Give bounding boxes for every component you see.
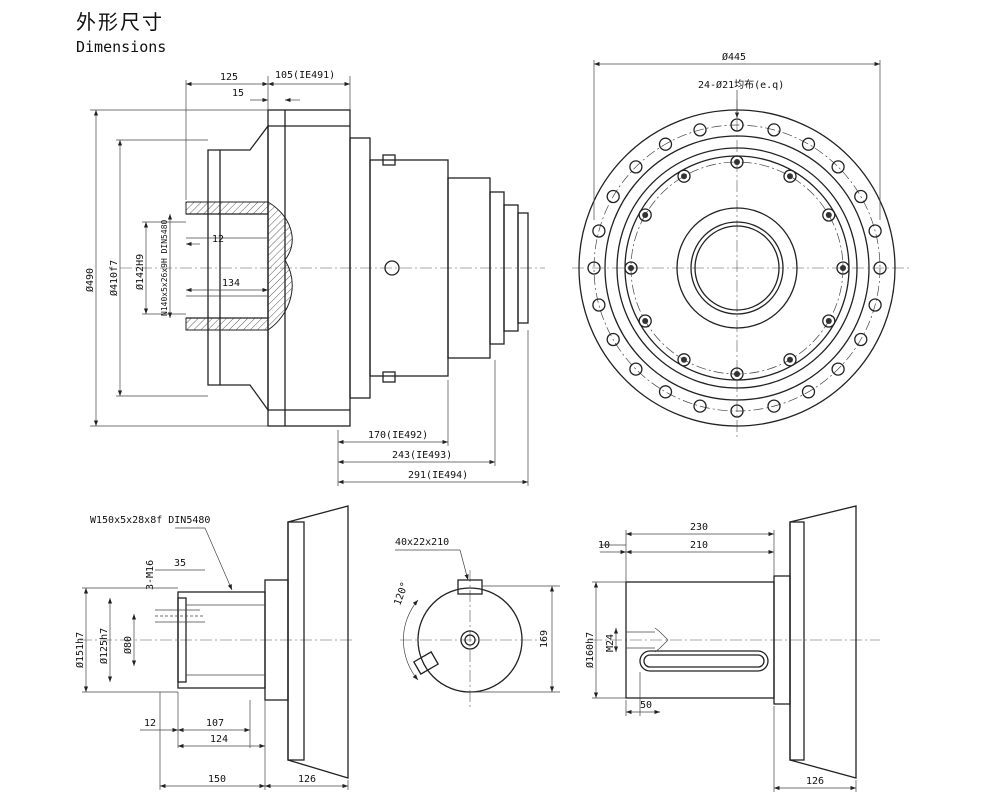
bolt-hole — [730, 118, 744, 132]
dim-134: 134 — [222, 278, 240, 289]
inner-bolt-core — [787, 173, 793, 180]
bolt-hole — [873, 261, 887, 275]
dim-105: 105(IE491) — [275, 70, 335, 81]
bolt-hole — [831, 160, 845, 174]
bolt-hole — [693, 399, 707, 413]
inner-bolt-core — [642, 212, 649, 218]
shaft-key-view: 230 10 210 Ø160h7 M24 50 126 — [584, 505, 880, 792]
dim-445: Ø445 — [722, 51, 746, 63]
inner-bolt-core — [840, 265, 846, 271]
inner-bolt-head — [822, 314, 836, 328]
bolt-hole — [868, 298, 882, 312]
dim-160: Ø160h7 — [584, 632, 596, 668]
dim-243: 243(IE493) — [392, 450, 452, 461]
bolt-hole — [606, 332, 620, 347]
title-english: Dimensions — [76, 38, 167, 56]
inner-bolt-core — [825, 318, 832, 324]
bolt-hole — [629, 362, 643, 376]
bolt-hole — [801, 385, 816, 399]
dim-107: 107 — [206, 718, 224, 729]
inner-bolts — [624, 155, 850, 381]
inner-bolt-head — [677, 353, 691, 367]
inner-bolt-core — [681, 356, 687, 363]
inner-bolt-head — [730, 155, 744, 169]
front-view: Ø445 24-Ø21均布(e.q) — [572, 51, 910, 440]
dim-126-key: 126 — [806, 776, 824, 787]
dim-170: 170(IE492) — [368, 430, 428, 441]
side-view: 125 105(IE491) 15 Ø490 Ø410f7 Ø142H9 N14… — [84, 70, 545, 486]
dim-169: 169 — [539, 630, 550, 648]
inner-bolt-core — [734, 159, 740, 165]
dim-410: Ø410f7 — [108, 260, 120, 296]
inner-bolt-head — [638, 314, 652, 328]
dim-12-shaft: 12 — [144, 718, 156, 729]
dim-490: Ø490 — [84, 268, 96, 292]
bolt-hole — [831, 362, 845, 376]
dim-80: Ø80 — [122, 636, 134, 654]
inner-bolt-core — [734, 371, 740, 377]
bolt-hole — [658, 137, 673, 151]
inner-bolt-core — [787, 356, 793, 363]
bolt-hole — [868, 224, 882, 238]
dim-126: 126 — [298, 774, 316, 785]
bolt-hole — [854, 332, 868, 347]
title-chinese: 外形尺寸 — [76, 10, 164, 34]
dim-m24: M24 — [605, 634, 616, 652]
dim-spline-internal: N140x5x26x9H DIN5480 — [160, 219, 169, 316]
dim-holes: 24-Ø21均布(e.q) — [698, 79, 784, 91]
dim-15: 15 — [232, 88, 244, 99]
dim-spline-external: W150x5x28x8f DIN5480 — [90, 515, 210, 526]
dim-291: 291(IE494) — [408, 470, 468, 481]
dim-50: 50 — [640, 700, 652, 711]
shaft-spline-view: W150x5x28x8f DIN5480 3-M16 35 Ø151h7 Ø12… — [74, 505, 355, 790]
inner-bolt-head — [822, 208, 836, 222]
inner-bolt-core — [642, 318, 649, 324]
bolt-hole — [592, 224, 606, 238]
dim-151: Ø151h7 — [74, 632, 86, 668]
shaft-section-view: 120° 40x22x210 169 — [392, 537, 560, 710]
dim-150: 150 — [208, 774, 226, 785]
dim-210: 210 — [690, 540, 708, 551]
dim-125: 125 — [220, 72, 238, 83]
dim-key: 40x22x210 — [395, 537, 449, 548]
bolt-hole — [587, 261, 601, 275]
dim-12: 12 — [212, 234, 224, 245]
bolt-hole — [606, 189, 620, 204]
dim-124: 124 — [210, 734, 228, 745]
dim-142: Ø142H9 — [134, 254, 146, 290]
bolt-hole — [801, 137, 816, 151]
bolt-hole — [730, 404, 744, 418]
inner-bolt-core — [628, 265, 634, 271]
inner-bolt-head — [730, 367, 744, 381]
inner-bolt-head — [624, 261, 638, 275]
dim-120deg: 120° — [392, 581, 411, 607]
inner-bolt-core — [681, 173, 687, 180]
bolt-hole — [592, 298, 606, 312]
inner-bolt-head — [677, 169, 691, 183]
bolt-hole — [629, 160, 643, 174]
bolt-hole — [767, 123, 781, 137]
inner-bolt-head — [836, 261, 850, 275]
inner-bolt-head — [783, 169, 797, 183]
flange-bolt-holes — [587, 118, 887, 418]
dim-125: Ø125h7 — [98, 628, 110, 664]
inner-bolt-head — [783, 353, 797, 367]
bolt-hole — [767, 399, 781, 413]
inner-bolt-head — [638, 208, 652, 222]
dim-230: 230 — [690, 522, 708, 533]
bolt-hole — [693, 123, 707, 137]
bolt-hole — [854, 189, 868, 204]
bolt-hole — [658, 385, 673, 399]
dim-10: 10 — [598, 540, 610, 551]
dim-3-m16: 3-M16 — [145, 560, 156, 590]
inner-bolt-core — [825, 212, 832, 218]
dim-35: 35 — [174, 558, 186, 569]
